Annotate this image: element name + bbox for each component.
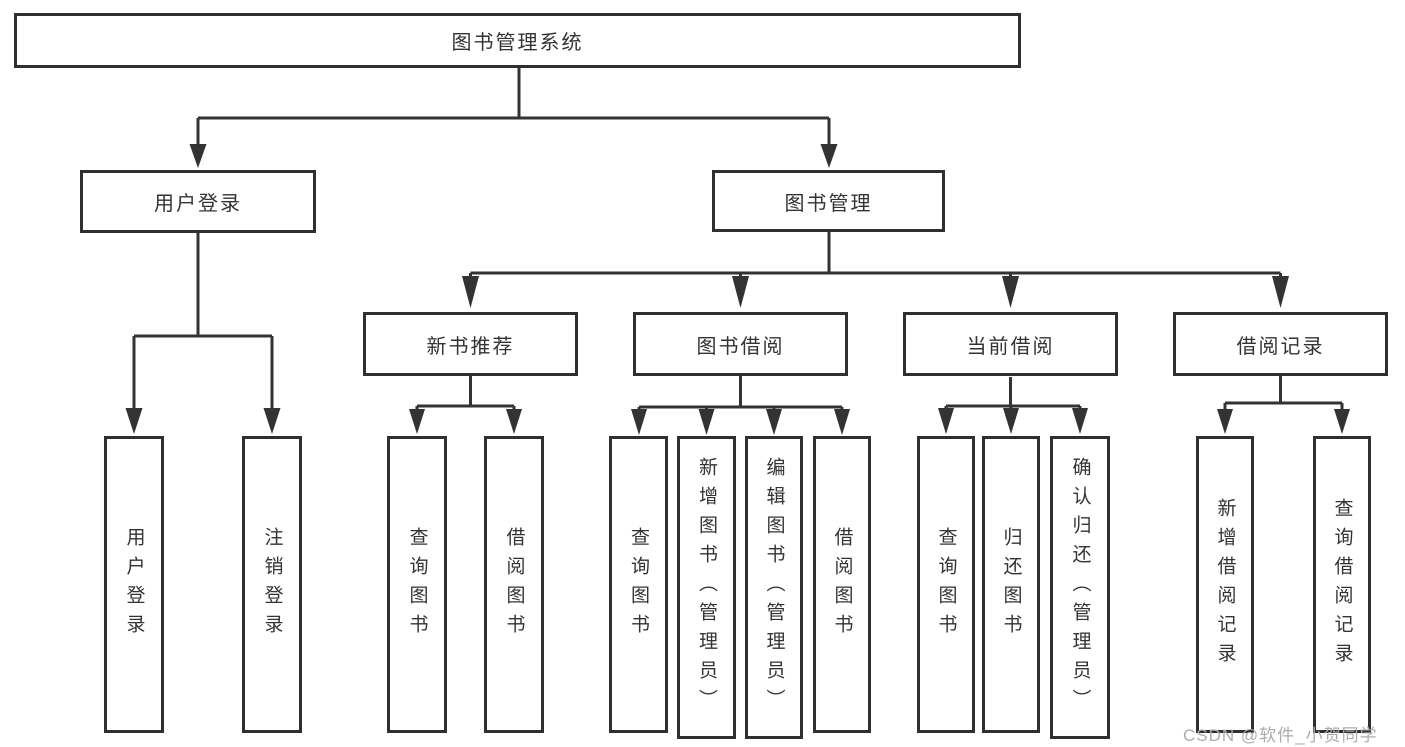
- node-root-system: 图书管理系统: [14, 13, 1021, 68]
- node-leaf-borrow-books-borrow: 借阅图书: [813, 436, 871, 733]
- node-leaf-query-books-recommend: 查询图书: [387, 436, 447, 733]
- node-current-borrowing: 当前借阅: [903, 312, 1118, 376]
- node-leaf-query-books-current: 查询图书: [917, 436, 975, 733]
- node-leaf-user-login: 用户登录: [104, 436, 164, 733]
- watermark: CSDN @软件_小贺同学: [1183, 726, 1378, 745]
- arrowheads: [125, 144, 1350, 435]
- node-leaf-add-borrow-record: 新增借阅记录: [1196, 436, 1254, 733]
- node-book-borrowing: 图书借阅: [633, 312, 848, 376]
- node-leaf-add-book-admin: 新增图书（管理员）: [677, 436, 736, 739]
- node-new-book-recommend: 新书推荐: [363, 312, 578, 376]
- node-leaf-edit-book-admin: 编辑图书（管理员）: [745, 436, 803, 739]
- node-leaf-query-books-borrow: 查询图书: [609, 436, 668, 733]
- node-leaf-query-borrow-record: 查询借阅记录: [1313, 436, 1371, 733]
- node-leaf-logout: 注销登录: [242, 436, 302, 733]
- node-borrowing-records: 借阅记录: [1173, 312, 1388, 376]
- node-user-login: 用户登录: [80, 170, 316, 233]
- node-book-management: 图书管理: [712, 170, 945, 232]
- node-leaf-borrow-books-recommend: 借阅图书: [484, 436, 544, 733]
- node-leaf-confirm-return-admin: 确认归还（管理员）: [1050, 436, 1110, 739]
- node-leaf-return-books: 归还图书: [982, 436, 1040, 733]
